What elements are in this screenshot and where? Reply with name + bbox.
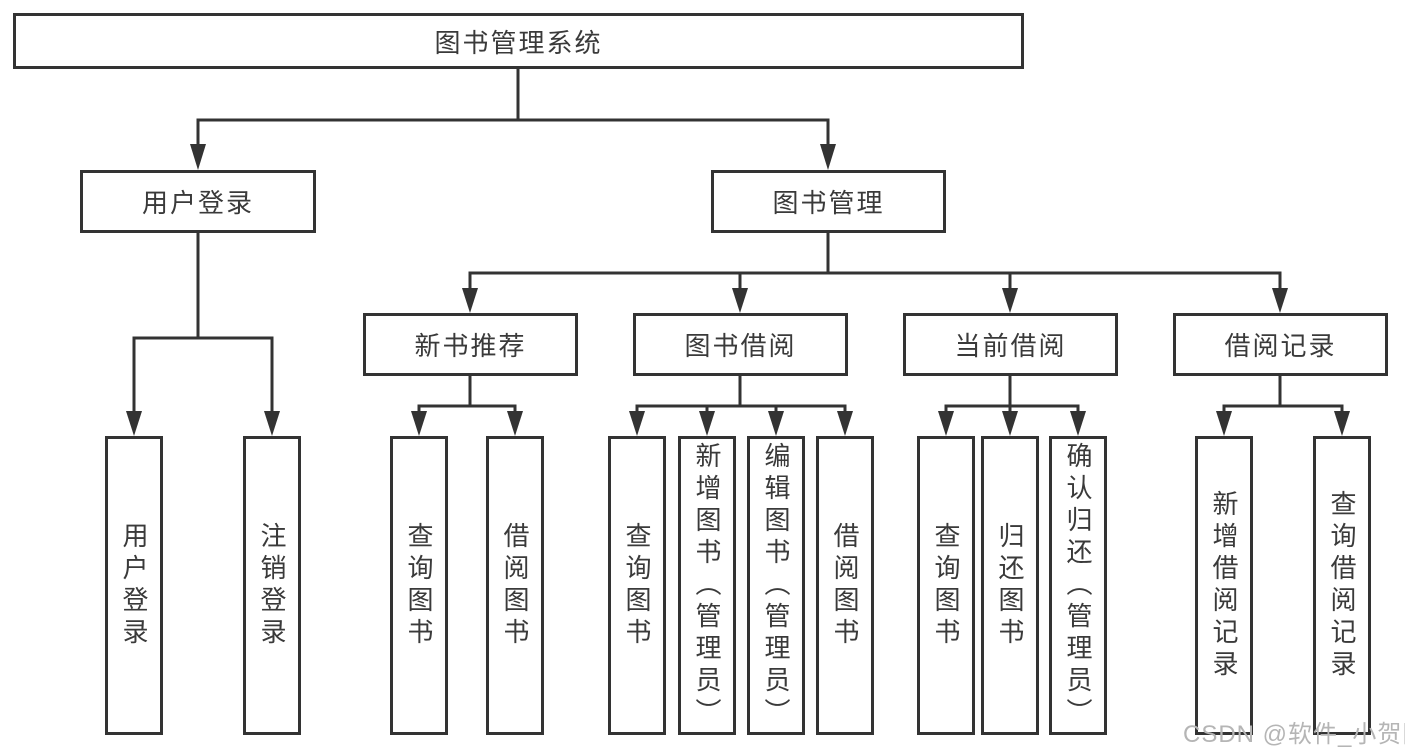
leaf-label: 借阅图书 <box>500 521 530 650</box>
node-library-management-system: 图书管理系统 <box>13 13 1024 69</box>
leaf-confirm-return-admin: 确认归还（管理员） <box>1049 436 1107 735</box>
leaf-label: 编辑图书（管理员） <box>761 441 791 730</box>
leaf-query-books-recommend: 查询图书 <box>390 436 448 735</box>
leaf-label: 查询图书 <box>931 521 961 650</box>
leaf-return-books: 归还图书 <box>981 436 1039 735</box>
leaf-label: 用户登录 <box>119 521 149 650</box>
leaf-borrow-books: 借阅图书 <box>816 436 874 735</box>
node-book-management: 图书管理 <box>711 170 946 233</box>
leaf-edit-books-admin: 编辑图书（管理员） <box>747 436 805 735</box>
leaf-label: 借阅图书 <box>830 521 860 650</box>
leaf-label: 新增图书（管理员） <box>692 441 722 730</box>
leaf-label: 确认归还（管理员） <box>1063 441 1093 730</box>
node-label: 图书管理 <box>772 188 885 218</box>
node-label: 当前借阅 <box>954 331 1067 361</box>
node-label: 借阅记录 <box>1224 331 1337 361</box>
leaf-user-login: 用户登录 <box>105 436 163 735</box>
leaf-label: 新增借阅记录 <box>1209 489 1239 682</box>
leaf-label: 归还图书 <box>995 521 1025 650</box>
csdn-watermark: CSDN @软件_小贺同学 <box>1183 721 1405 747</box>
node-label: 用户登录 <box>141 188 254 218</box>
leaf-label: 查询图书 <box>404 521 434 650</box>
leaf-borrow-books-recommend: 借阅图书 <box>486 436 544 735</box>
node-user-login: 用户登录 <box>80 170 316 233</box>
node-borrowing-records: 借阅记录 <box>1173 313 1388 376</box>
node-new-book-recommend: 新书推荐 <box>363 313 578 376</box>
leaf-label: 查询图书 <box>622 521 652 650</box>
leaf-add-books-admin: 新增图书（管理员） <box>678 436 736 735</box>
leaf-query-books-current: 查询图书 <box>917 436 975 735</box>
leaf-query-borrow-record: 查询借阅记录 <box>1313 436 1371 735</box>
node-current-borrowing: 当前借阅 <box>903 313 1118 376</box>
node-label: 图书借阅 <box>684 331 797 361</box>
leaf-logout: 注销登录 <box>243 436 301 735</box>
leaf-add-borrow-record: 新增借阅记录 <box>1195 436 1253 735</box>
leaf-query-books-borrowing: 查询图书 <box>608 436 666 735</box>
node-book-borrowing: 图书借阅 <box>633 313 848 376</box>
node-label: 新书推荐 <box>414 331 527 361</box>
leaf-label: 注销登录 <box>257 521 287 650</box>
node-label: 图书管理系统 <box>434 27 603 58</box>
leaf-label: 查询借阅记录 <box>1327 489 1357 682</box>
